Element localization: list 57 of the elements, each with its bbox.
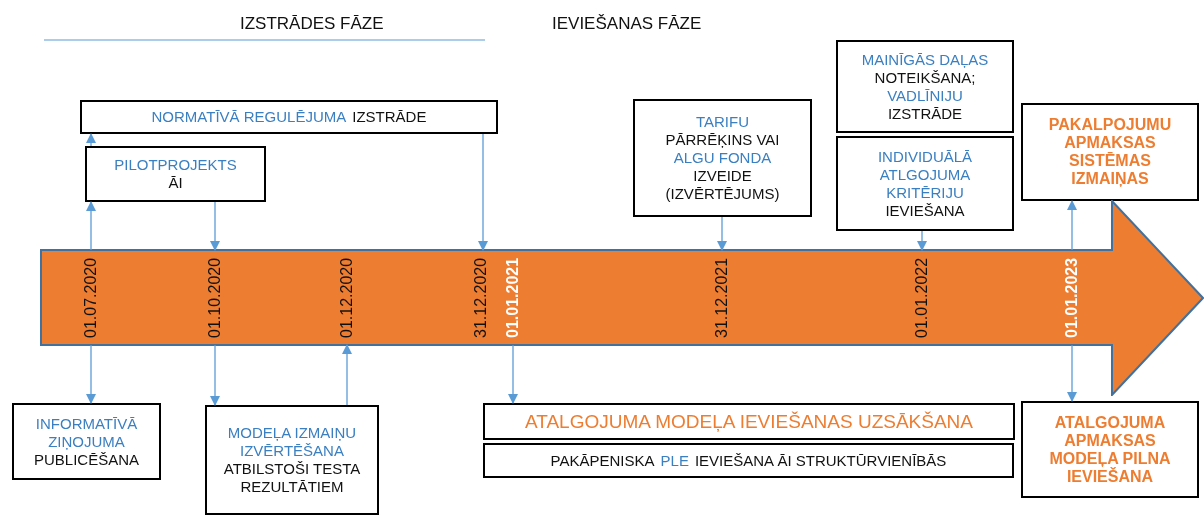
date-label: 01.01.2021 [502,250,524,345]
text-box [205,405,379,515]
box-text: VADLĪNIJU [887,86,963,105]
box-text: PĀRRĒĶINS VAI [665,131,780,149]
arrow [917,230,927,251]
date-label: 01.01.2023 [1061,250,1083,345]
box-text: IEVIEŠANA ĀI STRUKTŪRVIENĪBĀS [694,451,947,470]
box-text: ĀI [168,174,183,192]
arrow [717,216,727,251]
box-text: ATALGOJUMA MODEĻA IEVIEŠANAS UZSĀKŠANA [525,412,973,431]
box-text: NORMATĪVĀ REGULĒJUMA [151,108,347,126]
text-box [85,146,266,202]
box-text: ATBILSTOŠI TESTA REZULTĀTIEM [222,460,362,496]
box-text: ATALGOJUMA APMAKSAS MODEĻA PILNA IEVIEŠANA [1048,413,1172,486]
date-label: 01.01.2022 [911,250,933,345]
arrow [342,344,352,406]
box-text: PLE [660,451,689,470]
text-box [1021,401,1199,498]
date-label: 01.07.2020 [80,250,102,345]
text-box [836,40,1014,133]
date-label: 31.12.2020 [470,250,492,345]
text-box [836,136,1014,231]
arrow [478,133,488,251]
box-text: IZSTRĀDE [887,104,963,123]
arrow [1067,344,1077,402]
text-box [633,99,812,217]
box-text: MODEĻA IZMAIŅU IZVĒRTĒŠANA [226,424,358,460]
date-label: 01.12.2020 [336,250,358,345]
phase-label: IEVIEŠANAS FĀZE [552,14,702,34]
box-text: PAKĀPENISKA [550,451,655,470]
date-label: 01.10.2020 [204,250,226,345]
arrow [86,201,96,251]
arrow [210,344,220,406]
arrow [508,344,518,404]
text-box [12,403,161,480]
box-text: PAKALPOJUMU APMAKSAS SISTĒMAS IZMAIŅAS [1047,116,1173,188]
box-text: PILOTPROJEKTS [114,156,237,174]
arrow [86,344,96,404]
box-text: IZSTRĀDE [352,108,427,126]
box-text: PUBLICĒŠANA [33,450,139,469]
box-text: INFORMATĪVĀ ZIŅOJUMA [34,414,139,451]
arrow [210,201,220,251]
phase-label: IZSTRĀDES FĀZE [240,14,384,34]
box-text: TARIFU [695,113,750,131]
text-box [483,403,1015,440]
box-text: NOTEIKŠANA; [874,68,976,87]
text-box [1021,103,1199,201]
arrow [86,133,96,147]
box-text: IEVIEŠANA [885,201,965,220]
box-text: IZVEIDE (IZVĒRTĒJUMS) [664,167,781,203]
text-box [80,100,498,134]
box-text: MAINĪGĀS DAĻAS [861,50,989,69]
date-label: 31.12.2021 [711,250,733,345]
text-box [483,443,1014,478]
box-text: ALGU FONDA [673,149,772,167]
box-text: INDIVIDUĀLĀ ATLGOJUMA KRITĒRIJU [876,147,974,202]
arrow [1067,200,1077,251]
